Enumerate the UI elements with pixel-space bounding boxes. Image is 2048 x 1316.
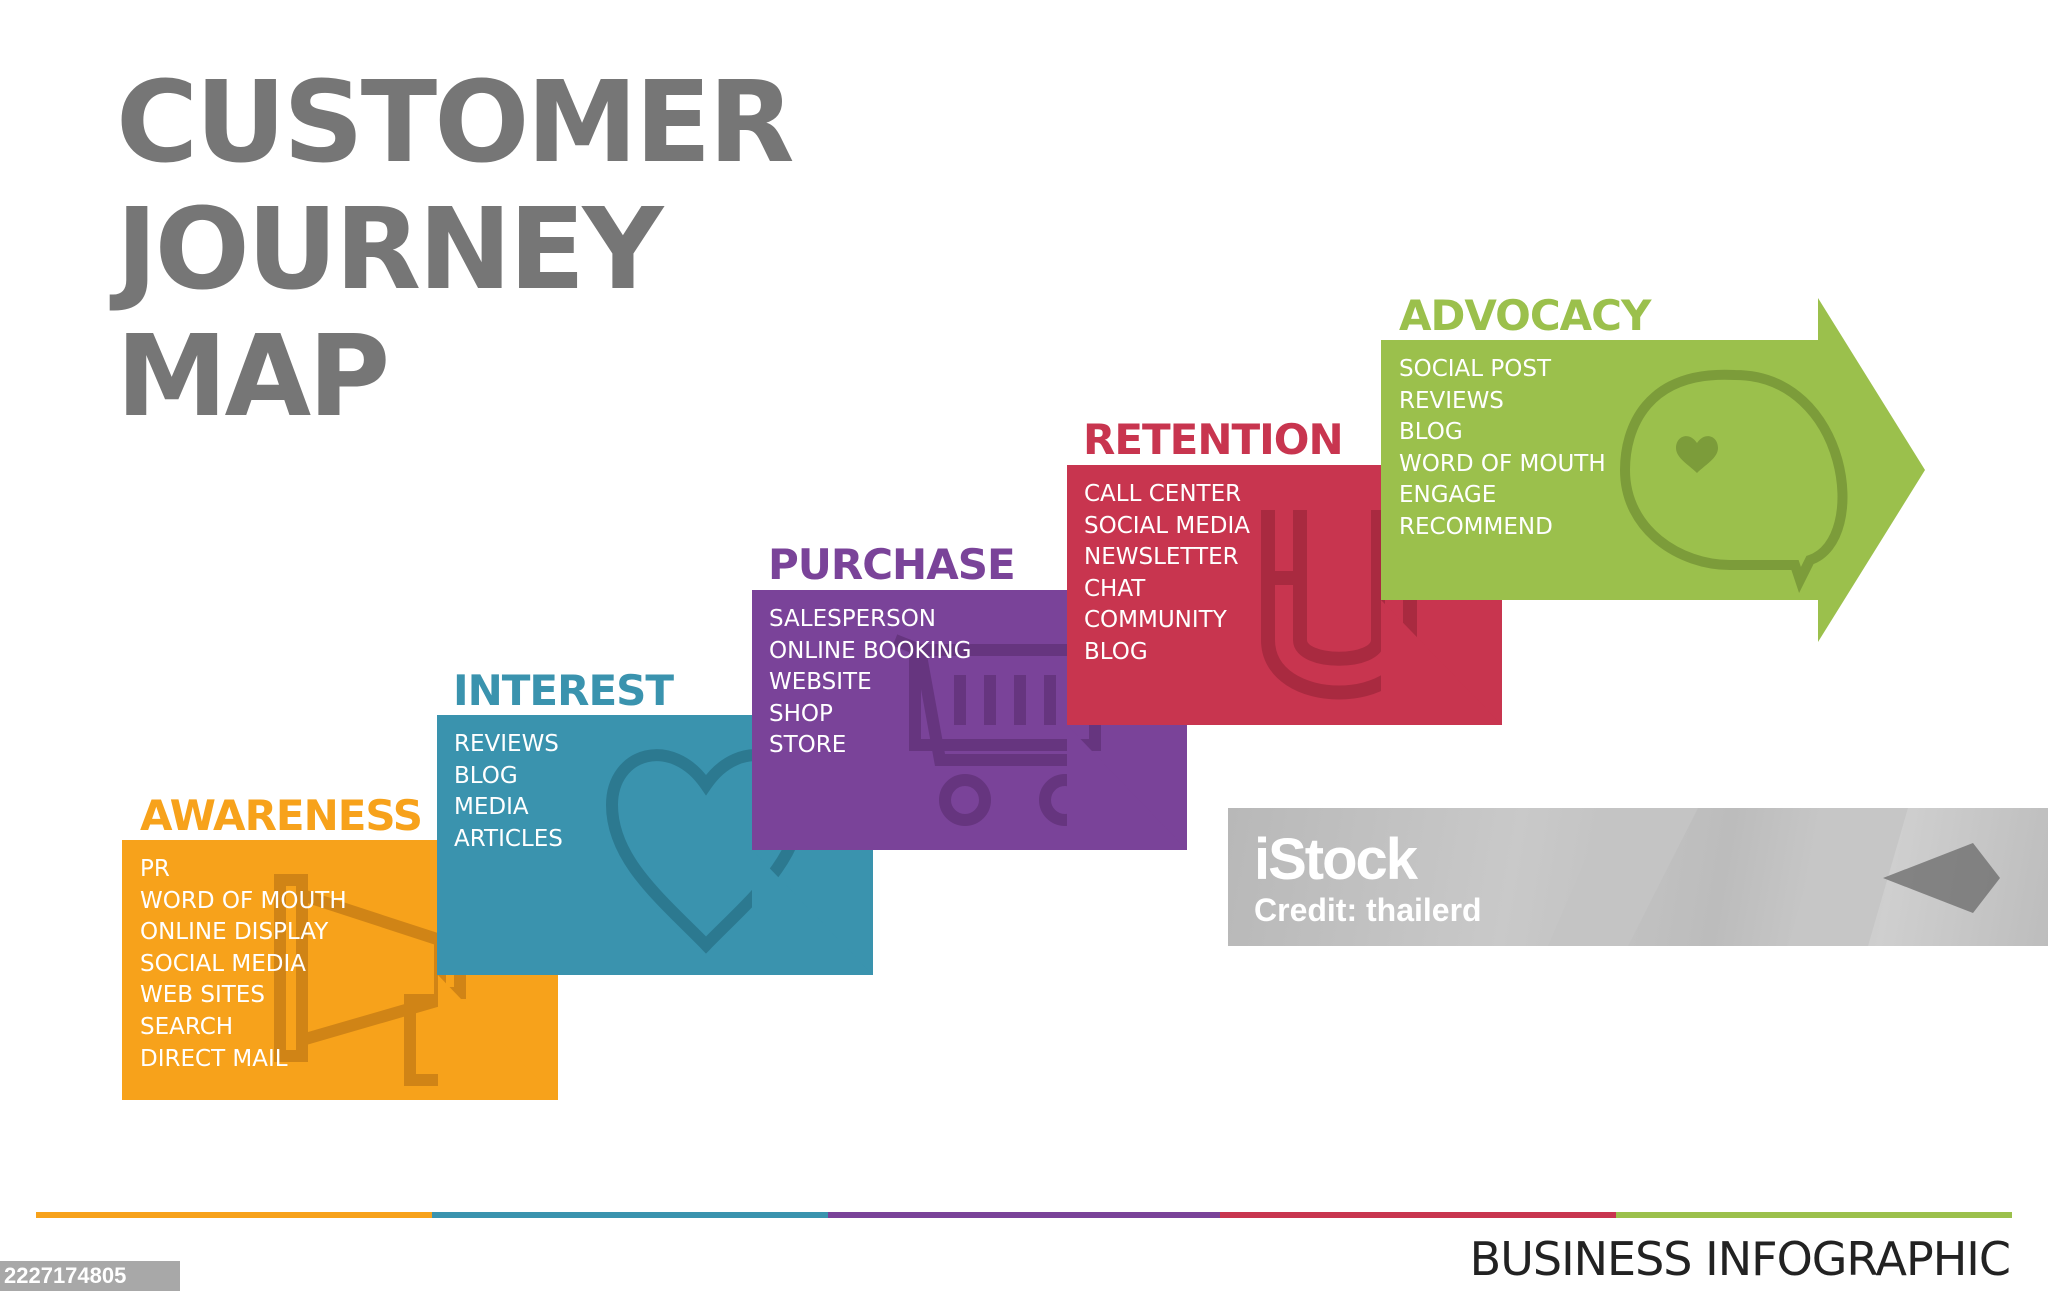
list-item: STORE (769, 732, 847, 759)
footer-line-purple (828, 1212, 1220, 1218)
retention-items: CALL CENTER SOCIAL MEDIA NEWSLETTER CHAT… (1084, 479, 1250, 669)
list-item: SOCIAL POST (1399, 356, 1552, 382)
list-item: SALESPERSON (769, 606, 936, 632)
list-item: COMMUNITY (1084, 607, 1227, 634)
list-item: PR (140, 856, 170, 882)
footer-line-orange (36, 1212, 432, 1218)
title-line-3: MAP (116, 312, 390, 442)
list-item: SEARCH (140, 1013, 234, 1040)
list-item: ONLINE DISPLAY (140, 919, 329, 946)
list-item: WORD OF MOUTH (140, 887, 347, 914)
footer-line-teal (432, 1212, 828, 1218)
list-item: ONLINE BOOKING (769, 637, 972, 664)
list-item: SOCIAL MEDIA (1084, 512, 1251, 539)
stage-title-interest: INTEREST (453, 666, 674, 715)
interest-items: REVIEWS BLOG MEDIA ARTICLES (454, 729, 563, 855)
list-item: SHOP (769, 700, 833, 727)
list-item: BLOG (1084, 638, 1148, 665)
list-item: REVIEWS (1399, 387, 1504, 414)
awareness-fold (438, 975, 558, 1100)
advocacy-arrow (1381, 298, 1925, 642)
page-title: CUSTOMER JOURNEY MAP (116, 58, 795, 442)
istock-logo: iStock (1254, 827, 1418, 892)
watermark-credit: Credit: thailerd (1254, 892, 1482, 928)
list-item: REVIEWS (454, 731, 559, 757)
stage-title-purchase: PURCHASE (768, 540, 1016, 589)
footer-line-green (1616, 1212, 2012, 1218)
list-item: BLOG (454, 762, 518, 789)
list-item: CHAT (1084, 575, 1146, 602)
list-item: WEB SITES (140, 982, 265, 1009)
list-item: MEDIA (454, 794, 529, 821)
list-item: RECOMMEND (1399, 513, 1553, 540)
stage-title-retention: RETENTION (1083, 415, 1344, 464)
title-line-1: CUSTOMER (116, 58, 795, 188)
list-item: ENGAGE (1399, 482, 1497, 509)
awareness-items: PR WORD OF MOUTH ONLINE DISPLAY SOCIAL M… (140, 854, 347, 1075)
purchase-items: SALESPERSON ONLINE BOOKING WEBSITE SHOP … (769, 604, 971, 762)
list-item: ARTICLES (454, 825, 563, 852)
watermark-pattern (1548, 808, 2000, 946)
list-item: WORD OF MOUTH (1399, 450, 1606, 477)
stage-title-awareness: AWARENESS (140, 791, 423, 840)
speech-bubble-heart-icon (1619, 369, 1848, 594)
list-item: SOCIAL MEDIA (140, 950, 307, 977)
stage-title-advocacy: ADVOCACY (1399, 291, 1651, 340)
footer-line-red (1220, 1212, 1616, 1218)
istock-watermark: iStock Credit: thailerd (1228, 808, 2048, 946)
footer-label: BUSINESS INFOGRAPHIC (1469, 1232, 2011, 1286)
list-item: DIRECT MAIL (140, 1045, 288, 1072)
title-line-2: JOURNEY (116, 185, 663, 315)
list-item: BLOG (1399, 419, 1463, 446)
list-item: WEBSITE (769, 669, 872, 696)
image-id-badge: 2227174805 (0, 1261, 180, 1291)
list-item: CALL CENTER (1084, 481, 1242, 507)
list-item: NEWSLETTER (1084, 544, 1239, 571)
advocacy-items: SOCIAL POST REVIEWS BLOG WORD OF MOUTH E… (1399, 354, 1606, 544)
